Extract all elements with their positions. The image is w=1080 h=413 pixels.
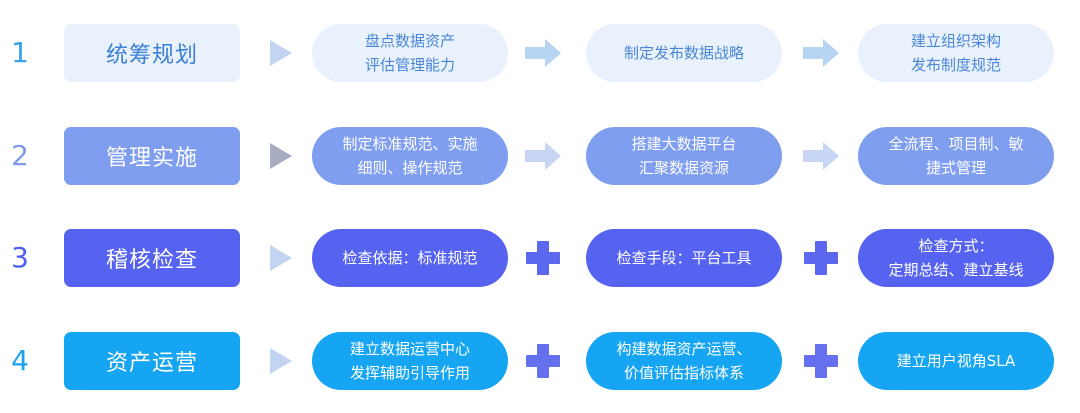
stage-label: 统筹规划: [105, 43, 198, 68]
plus-icon: [801, 238, 841, 278]
step-pill: 检查手段：平台工具: [586, 229, 782, 287]
plus-icon: [523, 238, 563, 278]
pill-text-line: 检查方式：: [918, 237, 994, 255]
pill-text-line: 建立数据运营中心: [349, 340, 470, 358]
step-pill: 建立数据运营中心发挥辅助引导作用: [312, 332, 508, 390]
stage-label: 资产运营: [105, 351, 198, 376]
stage-box: 管理实施: [64, 127, 240, 185]
step-pill: 制定标准规范、实施细则、操作规范: [312, 127, 508, 185]
pill-text-line: 捷式管理: [925, 159, 986, 177]
pill-text-line: 价值评估指标体系: [623, 364, 744, 382]
row-3: 3 稽核检查 检查依据：标准规范 检查手段：平台工具 检查方式： 定期总结、建立基线: [0, 229, 1080, 287]
pill-text-line: 细则、操作规范: [357, 159, 463, 177]
plus-icon: [523, 341, 563, 381]
pill-text-line: 检查依据：标准规范: [342, 249, 478, 267]
step-pill: 搭建大数据平台汇聚数据资源: [586, 127, 782, 185]
pill-text-line: 全流程、项目制、敏: [888, 135, 1024, 153]
step-pill: 制定发布数据战略: [586, 24, 782, 82]
triangle-arrow-icon: [270, 348, 292, 374]
step-pill: 构建数据资产运营、价值评估指标体系: [586, 332, 782, 390]
pill-text-line: 定期总结、建立基线: [888, 261, 1024, 279]
step-pill: 建立组织架构发布制度规范: [858, 24, 1054, 82]
step-number: 2: [11, 139, 29, 172]
pill-text-line: 发挥辅助引导作用: [349, 364, 470, 382]
stage-box: 统筹规划: [64, 24, 240, 82]
step-pill: 建立用户视角SLA: [858, 332, 1054, 390]
pill-text-line: 评估管理能力: [364, 56, 455, 74]
arrow-right-icon: [523, 136, 563, 176]
pill-text-line: 汇聚数据资源: [638, 159, 729, 177]
triangle-arrow-icon: [270, 143, 292, 169]
plus-icon: [801, 341, 841, 381]
row-4: 4 资产运营 建立数据运营中心发挥辅助引导作用 构建数据资产运营、价值评估指标体系 建立…: [0, 332, 1080, 390]
step-pill: 检查依据：标准规范: [312, 229, 508, 287]
step-pill: 检查方式： 定期总结、建立基线: [858, 229, 1054, 287]
triangle-arrow-icon: [270, 40, 292, 66]
arrow-right-icon: [801, 33, 841, 73]
arrow-right-icon: [801, 136, 841, 176]
triangle-arrow-icon: [270, 245, 292, 271]
pill-text-line: 检查手段：平台工具: [616, 249, 752, 267]
stage-box: 稽核检查: [64, 229, 240, 287]
pill-text-line: 建立组织架构: [910, 32, 1001, 50]
step-pill: 盘点数据资产评估管理能力: [312, 24, 508, 82]
pill-text-line: 制定标准规范、实施: [342, 135, 478, 153]
stage-label: 管理实施: [105, 146, 198, 171]
pill-text-line: 构建数据资产运营、: [616, 340, 752, 358]
step-number: 1: [11, 36, 29, 69]
pill-text-line: 搭建大数据平台: [631, 135, 737, 153]
pill-text-line: 发布制度规范: [910, 56, 1001, 74]
row-1: 1 统筹规划 盘点数据资产评估管理能力 制定发布数据战略 建立组织架构发布制度规范: [0, 24, 1080, 82]
row-2: 2 管理实施 制定标准规范、实施细则、操作规范 搭建大数据平台汇聚数据资源 全流程、项目…: [0, 127, 1080, 185]
pill-text-line: 建立用户视角SLA: [896, 352, 1016, 370]
stage-box: 资产运营: [64, 332, 240, 390]
arrow-right-icon: [523, 33, 563, 73]
step-number: 4: [11, 344, 29, 377]
step-number: 3: [11, 241, 29, 274]
pill-text-line: 盘点数据资产: [364, 32, 455, 50]
step-pill: 全流程、项目制、敏捷式管理: [858, 127, 1054, 185]
pill-text-line: 制定发布数据战略: [623, 44, 744, 62]
stage-label: 稽核检查: [105, 248, 198, 273]
